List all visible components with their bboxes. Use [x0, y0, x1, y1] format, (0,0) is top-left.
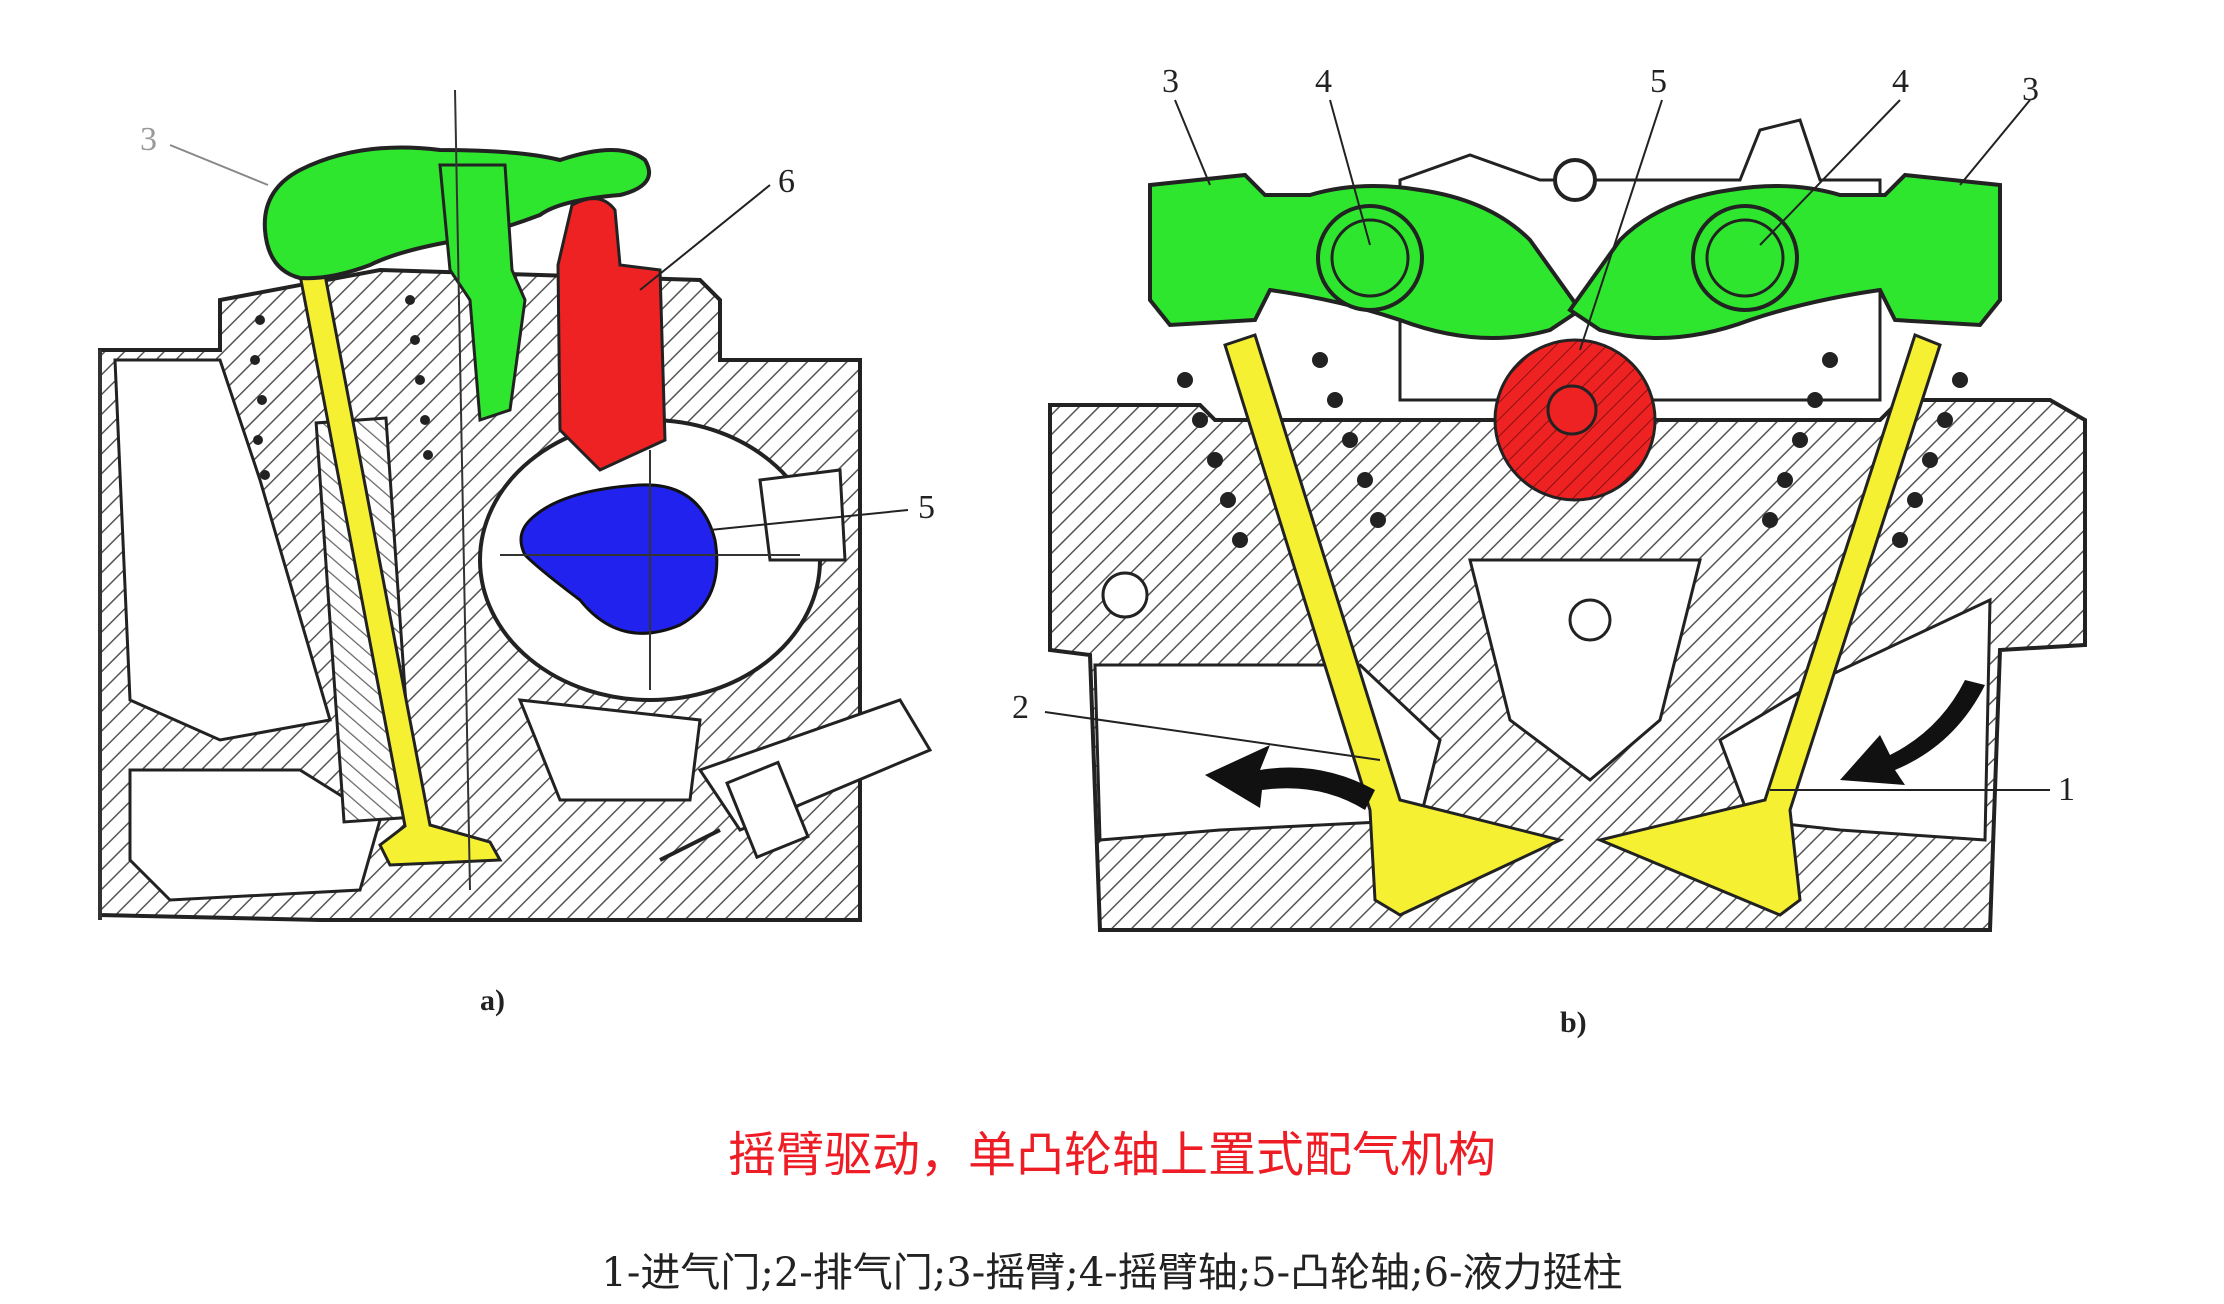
sublabel-a: a): [480, 984, 505, 1017]
sublabel-b: b): [1560, 1006, 1587, 1039]
water-jacket-a: [517, 698, 702, 802]
figure-legend: 1-进气门;2-排气门;3-摇臂;4-摇臂轴;5-凸轮轴;6-液力挺柱: [601, 1250, 1623, 1296]
rocker-shaft-right-inner-b: [1705, 218, 1785, 298]
exhaust-valve-b: [1223, 333, 1565, 917]
center-chamber-b: [1468, 558, 1702, 782]
valve-spring-a: [250, 295, 433, 480]
intake-flow-arrow: [1840, 680, 1985, 785]
spark-plug-nut-a: [725, 760, 810, 860]
hydraulic-lifter-a: [556, 197, 667, 472]
lower-port-a: [128, 768, 382, 902]
callout-shaft-left-b: 4: [1315, 63, 1332, 100]
valve-a: [298, 273, 503, 867]
callout-line-rocker-right-b: [1959, 99, 2031, 186]
callout-exhaust-b: 2: [1012, 689, 1029, 726]
callout-line-cam-a: [709, 509, 909, 531]
passage-center-b: [1568, 598, 1612, 642]
exhaust-flow-arrow: [1205, 745, 1375, 810]
oil-passage-a: [758, 468, 847, 562]
valve-spring-right-b: [1762, 352, 1968, 548]
figure-title: 摇臂驱动，单凸轮轴上置式配气机构: [727, 1127, 1496, 1183]
valve-axis-a: [454, 89, 471, 891]
camshaft-hub-b: [1546, 384, 1598, 436]
callout-line-rocker-a: [169, 144, 269, 186]
callout-intake-b: 1: [2058, 771, 2075, 808]
spark-plug-tip-a: [659, 828, 721, 862]
callout-shaft-right-b: 4: [1892, 63, 1909, 100]
cover-bolt-b: [1553, 158, 1597, 202]
callout-line-shaft-left-b: [1329, 99, 1371, 246]
intake-valve-b: [1595, 333, 1942, 917]
callout-lifter-a: 6: [778, 163, 795, 200]
callout-rocker-right-b: 3: [2022, 71, 2039, 108]
rocker-shaft-left-inner-b: [1330, 218, 1410, 298]
callout-rocker-left-b: 3: [1162, 63, 1179, 100]
callout-line-rocker-left-b: [1174, 99, 1211, 186]
valve-spring-left-b: [1177, 352, 1386, 548]
callout-cam-a: 5: [918, 489, 935, 526]
callout-line-exhaust-b: [1044, 711, 1381, 761]
callout-rocker-a: 3: [140, 121, 157, 158]
cam-lobe-a: [519, 483, 719, 635]
intake-port-a: [113, 358, 332, 742]
callout-cam-b: 5: [1650, 63, 1667, 100]
callout-line-cam-b: [1579, 99, 1663, 351]
diagram-a: 3 6 5 a): [98, 89, 935, 1017]
rocker-plunger-a: [438, 163, 527, 423]
callout-line-shaft-right-b: [1759, 99, 1901, 246]
callout-line-lifter-a: [639, 184, 771, 291]
passage-left-b: [1101, 571, 1149, 619]
diagram-b: 3 4 5 4 3 2 1 b): [1012, 63, 2087, 1039]
